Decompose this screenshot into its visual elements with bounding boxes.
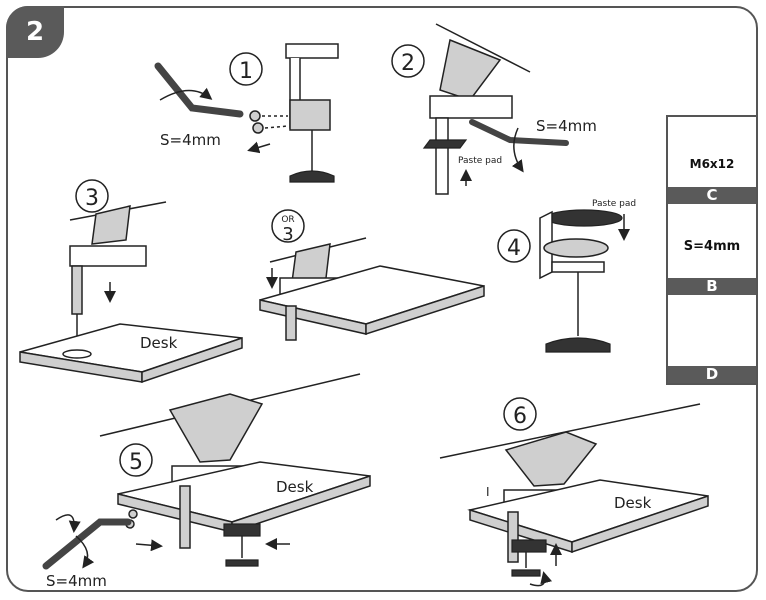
desk-label: Desk <box>140 334 178 352</box>
desk-edge <box>439 403 701 459</box>
move-arrow-icon <box>135 539 163 552</box>
part-band-c: C <box>668 187 756 204</box>
rotate-arrow-icon <box>55 514 81 533</box>
arm-base <box>69 245 147 267</box>
arm-base <box>429 95 513 119</box>
step-5-circle <box>119 443 153 477</box>
step-2-illustration: 2 Paste pad S=4mm <box>391 23 597 195</box>
step-1-circle <box>229 52 263 86</box>
monitor-arm <box>291 243 331 283</box>
step-number: 2 <box>25 17 45 47</box>
parts-panel: M6x12 C S=4mm B D <box>666 115 758 385</box>
screw-icon <box>128 509 138 519</box>
step-6-number: 6 <box>513 404 527 429</box>
wrench-size-label: S=4mm <box>160 131 221 149</box>
rotate-arrow-icon <box>75 535 95 569</box>
part-band-d: D <box>668 366 756 383</box>
step-3-alt-circle <box>271 209 305 243</box>
wrench-size-label: S=4mm <box>536 117 597 135</box>
desk-front <box>141 336 243 384</box>
desk-label: Desk <box>614 494 652 512</box>
rotate-arrow-icon <box>511 127 524 173</box>
step-5-illustration: 5 Desk S=4mm <box>42 373 371 590</box>
hex-wrench-icon <box>42 518 132 570</box>
rotate-arrow-icon <box>529 571 553 587</box>
hex-wrench-icon <box>154 62 244 118</box>
bottom-clamp <box>511 539 547 553</box>
grommet-plate <box>71 265 83 315</box>
clamp-plate <box>179 485 191 549</box>
step-5-number: 5 <box>129 450 143 475</box>
step-1-number: 1 <box>239 59 253 84</box>
clamp-pad <box>225 559 259 567</box>
step-2-circle <box>391 44 425 78</box>
clamp-plate <box>507 511 519 563</box>
step-4-number: 4 <box>507 236 521 261</box>
step-3-number: 3 <box>85 186 99 211</box>
screw-guide <box>264 125 289 129</box>
clamp-top-plate <box>285 43 339 59</box>
monitor-arm <box>91 205 131 245</box>
step-3-circle <box>75 179 109 213</box>
screw-label: M6x12 <box>689 157 735 171</box>
paste-pad-shape <box>545 209 623 227</box>
part-band-b: B <box>668 278 756 295</box>
desk-hole <box>62 349 92 359</box>
paste-pad-shape <box>422 139 468 149</box>
wrench-label: S=4mm <box>683 239 741 254</box>
clamp-pad <box>511 569 541 577</box>
step-6-circle <box>503 397 537 431</box>
monitor-arm <box>504 431 598 487</box>
desk-edge <box>435 23 531 73</box>
step-6-illustration: 6 Desk I <box>439 397 709 587</box>
step-3-alt-illustration: OR 3 <box>259 209 485 341</box>
clamp-plate <box>435 117 449 195</box>
step-3-alt-number: 3 <box>282 224 293 245</box>
step-4-circle <box>497 229 531 263</box>
hex-wrench-icon <box>469 119 569 146</box>
clamp-plate <box>285 305 297 341</box>
step-1-illustration: 1 S=4mm <box>154 43 339 183</box>
step-2-number: 2 <box>401 51 415 76</box>
paste-pad-label: Paste pad <box>592 199 636 209</box>
clamp-pad <box>289 170 335 183</box>
screw-icon <box>252 122 264 134</box>
rotate-arrow-icon <box>159 87 213 101</box>
clamp-bracket <box>289 99 331 131</box>
bottom-clamp <box>223 523 261 537</box>
step-badge: 2 <box>6 6 64 58</box>
monitor-arm <box>168 393 264 463</box>
one-mark-label: I <box>486 485 490 499</box>
wrench-size-label: S=4mm <box>46 572 107 590</box>
clamp-top-pad <box>543 238 609 258</box>
move-arrow-icon <box>247 141 271 154</box>
desk-label: Desk <box>276 478 314 496</box>
desk-front <box>571 494 709 554</box>
paste-pad-label: Paste pad <box>458 156 502 166</box>
clamp-arm <box>551 261 605 273</box>
step-3-illustration: 3 Desk <box>19 179 243 384</box>
monitor-arm <box>439 38 502 101</box>
screw-icon <box>249 110 261 122</box>
desk-front <box>365 284 485 336</box>
or-label: OR <box>281 215 294 225</box>
clamp-pad <box>545 337 611 353</box>
step-4-illustration: 4 Paste pad <box>497 199 636 353</box>
